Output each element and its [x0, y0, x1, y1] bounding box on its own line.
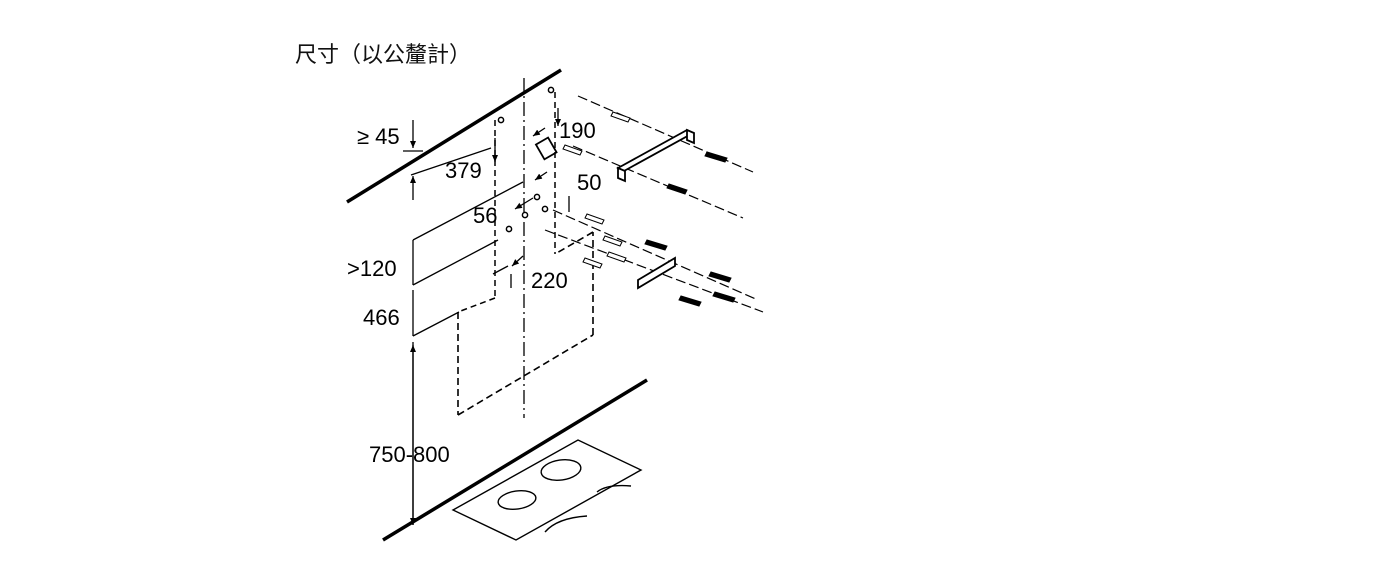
dim-466: 466 — [363, 305, 400, 330]
burner-front-left — [497, 490, 537, 510]
wall-plug-6 — [606, 251, 627, 263]
dim-379: 379 — [445, 158, 482, 183]
ceiling-line — [346, 68, 562, 204]
dim-120: >120 — [347, 256, 397, 281]
wall-plug-1 — [610, 111, 631, 123]
lower-bracket — [544, 209, 764, 313]
diagram-panel: 尺寸（以公釐計） — [283, 0, 828, 571]
screw-5 — [678, 295, 702, 307]
screw-6 — [712, 291, 736, 303]
dim-750-800: 750-800 — [369, 442, 450, 467]
burner-front-right-arc — [544, 515, 588, 533]
wall-plug-3 — [584, 213, 605, 225]
dimension-lines — [403, 108, 570, 525]
dim-220: 220 — [531, 268, 568, 293]
dim-56: 56 — [473, 203, 497, 228]
upper-bracket — [572, 95, 754, 219]
screw-3 — [644, 239, 668, 251]
installation-dimensions-diagram: 尺寸（以公釐計） — [295, 43, 764, 542]
dim-190: 190 — [559, 118, 596, 143]
wall-plug-4 — [602, 235, 623, 247]
cooktop-surface — [451, 439, 643, 541]
drill-holes — [497, 86, 555, 233]
wall-plate — [534, 136, 558, 161]
diagram-title: 尺寸（以公釐計） — [295, 43, 471, 68]
wall-plug-2 — [562, 144, 583, 156]
chimney-outline — [457, 92, 556, 313]
screw-1 — [704, 151, 728, 163]
burner-back-left — [540, 459, 582, 481]
worktop-edge-line — [382, 378, 648, 542]
screw-2 — [666, 183, 688, 195]
screws-and-plugs — [562, 111, 736, 307]
dim-50: 50 — [577, 170, 601, 195]
wall-plug-5 — [582, 257, 603, 269]
screw-4 — [708, 271, 732, 283]
burner-back-right-arc — [596, 484, 632, 493]
hood-body-outline — [457, 231, 594, 416]
dim-min-gap: ≥ 45 — [357, 124, 400, 149]
cooktop — [451, 439, 643, 541]
